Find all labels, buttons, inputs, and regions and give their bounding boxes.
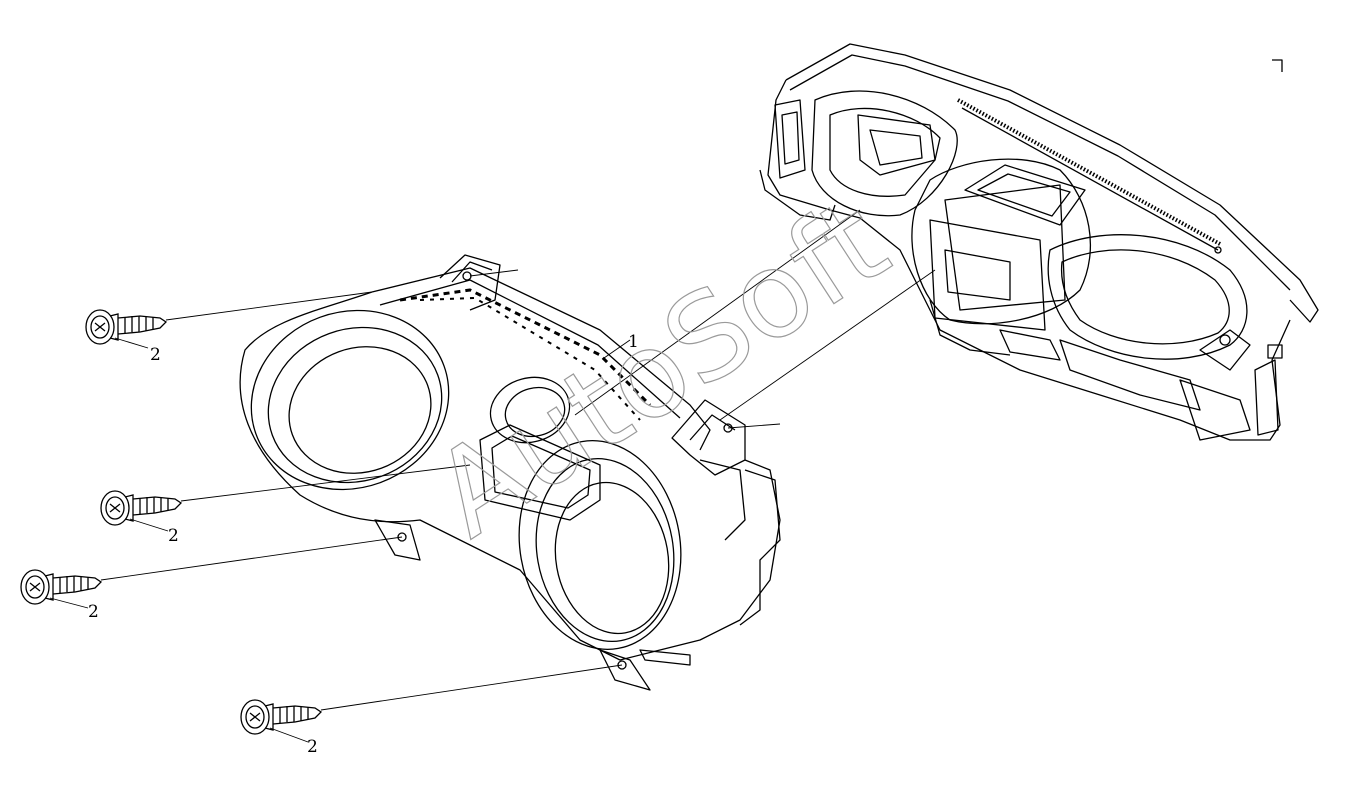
callout-part-2-screw-c: 2 [88, 602, 99, 622]
watermark: AutoSoft [410, 172, 910, 564]
callout-part-2-screw-a: 2 [150, 345, 161, 365]
leader-lines [49, 209, 936, 743]
callout-part-2-screw-b: 2 [168, 526, 179, 546]
screw-d-drawing [240, 699, 323, 735]
callout-part-2-screw-d: 2 [307, 737, 318, 757]
instrument-cluster-hood-drawing [239, 254, 781, 691]
screw-b-drawing [100, 490, 183, 526]
screw-a-drawing [85, 309, 168, 345]
instrument-panel-drawing [759, 43, 1319, 441]
screw-c-drawing [20, 569, 103, 605]
callout-part-1: 1 [628, 332, 639, 352]
